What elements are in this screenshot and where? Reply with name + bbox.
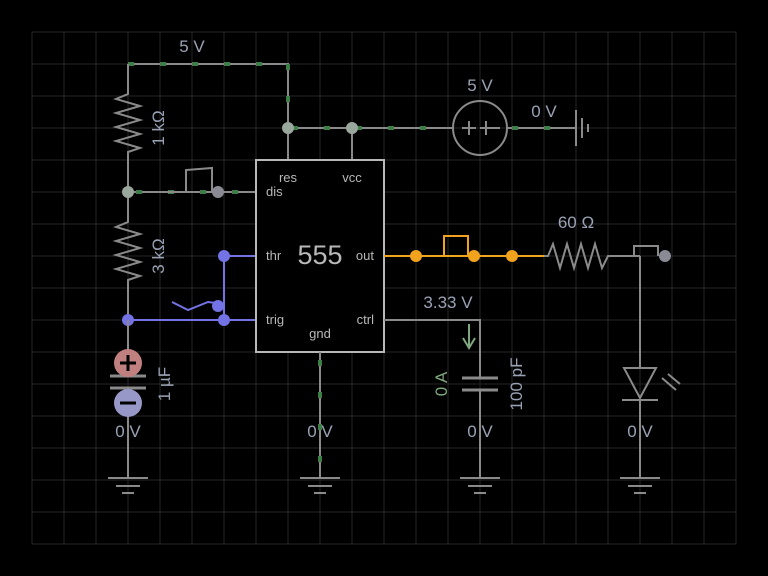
pin-vcc: vcc (342, 170, 362, 185)
ctrl-current-label: 0 A (432, 371, 451, 396)
resistor-1k-label: 1 kΩ (149, 110, 168, 145)
gnd-c2-label: 0 V (467, 422, 493, 441)
ic-555-label: 555 (297, 240, 342, 270)
capacitor-1uf[interactable] (110, 320, 146, 478)
ground-symbol-c1[interactable] (108, 477, 148, 494)
node-out[interactable] (410, 250, 422, 262)
discharge-scope-trace (166, 166, 213, 193)
led[interactable] (622, 256, 681, 478)
node-res[interactable] (282, 122, 294, 134)
top-rail-wire[interactable] (128, 62, 290, 128)
output-net[interactable] (384, 235, 544, 262)
gnd-555-label: 0 V (307, 422, 333, 441)
trigger-net[interactable] (122, 250, 256, 326)
voltage-source[interactable] (452, 100, 576, 156)
pin-dis: dis (266, 184, 283, 199)
capacitor-100pf-label: 100 pF (507, 358, 526, 411)
background-grid (31, 31, 737, 545)
ground-symbol-555[interactable] (300, 477, 340, 494)
discharge-probe[interactable] (212, 186, 224, 198)
node-vcc[interactable] (346, 122, 358, 134)
ctrl-voltage-label: 3.33 V (423, 293, 473, 312)
pin-out: out (356, 248, 374, 263)
node-trig[interactable] (218, 314, 230, 326)
capacitor-100pf (462, 376, 498, 392)
resistor-60[interactable] (544, 240, 671, 272)
ground-symbol-c2[interactable] (460, 477, 500, 494)
led-light-icon (661, 373, 681, 391)
current-arrow-icon (462, 324, 476, 350)
ctrl-wire[interactable] (384, 319, 498, 478)
resistor-3k-label: 3 kΩ (149, 238, 168, 273)
vcc-wire[interactable] (287, 126, 452, 160)
resistor-3k[interactable] (112, 192, 144, 320)
pin-ctrl: ctrl (357, 312, 374, 327)
trigger-probe[interactable] (212, 300, 224, 312)
source-voltage-label: 5 V (467, 76, 493, 95)
output-probe[interactable] (468, 250, 480, 262)
capacitor-1uf-label: 1 µF (155, 367, 174, 401)
pin-gnd: gnd (309, 326, 331, 341)
ic-555[interactable] (255, 159, 385, 353)
node-r3[interactable] (506, 250, 518, 262)
ground-ref-label: 0 V (531, 102, 557, 121)
top-rail-label: 5 V (179, 37, 205, 56)
pin-trig: trig (266, 312, 284, 327)
led-scope-trace (622, 245, 659, 257)
resistor-1k[interactable] (112, 64, 144, 192)
led-probe[interactable] (659, 250, 671, 262)
gnd-c1-label: 0 V (115, 422, 141, 441)
output-scope-trace (424, 235, 469, 257)
resistor-60-label: 60 Ω (558, 213, 594, 232)
discharge-wire[interactable] (128, 166, 256, 198)
gnd-led-label: 0 V (627, 422, 653, 441)
pin-res: res (279, 170, 298, 185)
ground-ref-symbol[interactable] (575, 110, 589, 146)
node-thr[interactable] (218, 250, 230, 262)
pin-thr: thr (266, 248, 282, 263)
node-r1-r2[interactable] (122, 186, 134, 198)
ground-symbol-led[interactable] (620, 477, 660, 494)
